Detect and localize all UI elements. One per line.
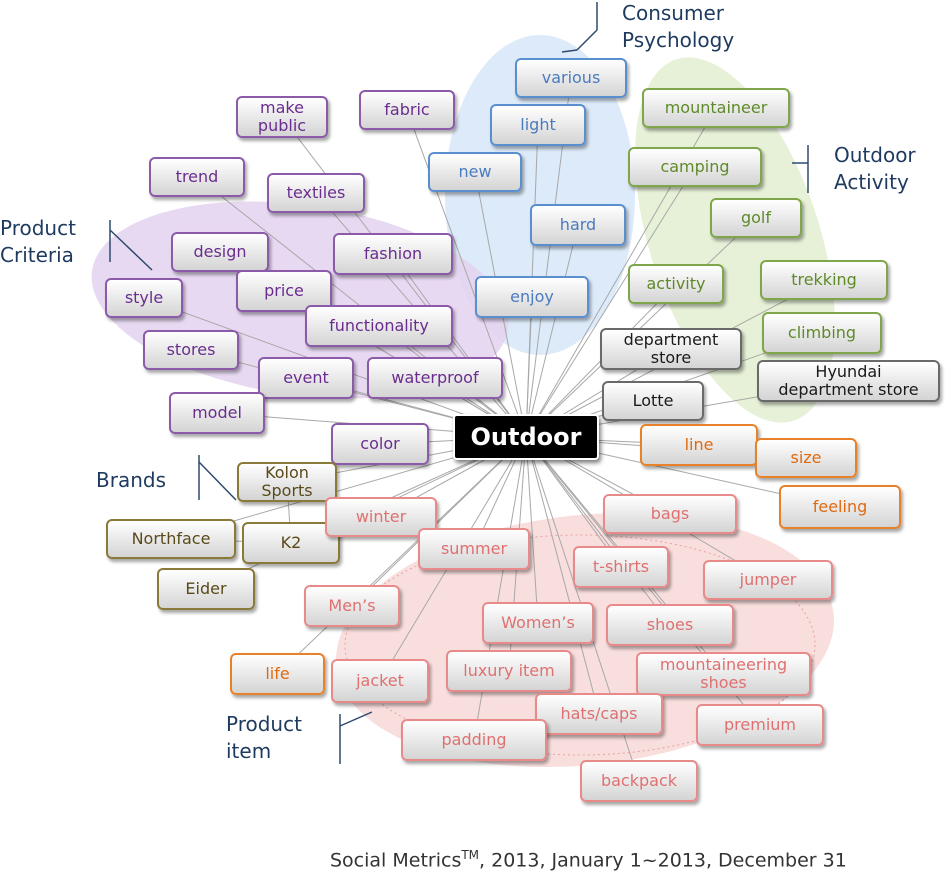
node-bags: bags	[603, 494, 737, 534]
node-lotte: Lotte	[602, 381, 704, 421]
bracket-consumer-psychology-1	[576, 29, 598, 51]
trademark-mark: TM	[461, 848, 480, 862]
node-t-shirts: t-shirts	[573, 546, 669, 588]
edge-hats-caps	[525, 436, 600, 715]
bracket-consumer-psychology-2	[561, 49, 578, 53]
category-label-brands: Brands	[96, 468, 166, 492]
node-backpack: backpack	[580, 760, 698, 802]
edge-fashion	[392, 253, 527, 438]
node-eider: Eider	[157, 568, 255, 610]
center-node-outdoor: Outdoor	[453, 414, 599, 460]
edge-shoes	[525, 436, 671, 626]
node-make-public: make public	[236, 96, 328, 138]
category-label-consumer-psychology: Consumer Psychology	[622, 1, 735, 52]
node-department-store: department store	[600, 328, 742, 370]
node-luxury-item: luxury item	[446, 650, 572, 692]
node-stores: stores	[143, 330, 239, 370]
node-camping: camping	[628, 147, 762, 187]
node-activity: activity	[628, 264, 724, 304]
node-light: light	[490, 104, 586, 146]
node-kolon-sports: Kolon Sports	[237, 462, 337, 502]
edge-mens	[351, 436, 527, 607]
node-fabric: fabric	[359, 90, 455, 130]
node-style: style	[105, 278, 183, 318]
category-label-product-criteria: Product Criteria	[0, 216, 76, 267]
node-premium: premium	[696, 704, 824, 746]
bracket-product-criteria-1	[109, 229, 153, 271]
node-golf: golf	[710, 198, 802, 238]
node-hats-caps: hats/caps	[535, 693, 663, 735]
edge-camping	[525, 166, 696, 438]
node-new: new	[428, 152, 522, 192]
node-model: model	[169, 392, 265, 434]
node-winter: winter	[325, 497, 437, 537]
node-design: design	[171, 232, 269, 272]
node-jumper: jumper	[703, 560, 833, 600]
bracket-product-item-1	[339, 711, 373, 727]
node-fashion: fashion	[333, 233, 453, 275]
node-event: event	[258, 357, 354, 399]
node-mens: Men’s	[304, 585, 400, 627]
node-trend: trend	[149, 157, 245, 197]
bracket-brands-1	[198, 461, 237, 501]
edge-womens	[525, 436, 539, 624]
node-waterproof: waterproof	[367, 357, 503, 399]
node-life: life	[230, 653, 325, 695]
node-k2: K2	[242, 522, 340, 564]
node-mountaineer: mountaineer	[642, 88, 790, 128]
node-textiles: textiles	[267, 173, 365, 213]
node-color: color	[331, 423, 429, 465]
product-item-dashed-outline	[344, 534, 816, 756]
node-size: size	[755, 438, 857, 478]
category-label-product-item: Product item	[226, 712, 302, 763]
edge-fabric	[406, 109, 527, 438]
node-line: line	[640, 424, 758, 466]
category-label-outdoor-activity: Outdoor Activity	[834, 143, 916, 194]
node-mountaineering-shoes: mountaineering shoes	[636, 652, 811, 696]
node-climbing: climbing	[762, 312, 882, 354]
source-note: Social MetricsTM, 2013, January 1~2013, …	[330, 848, 935, 871]
node-jacket: jacket	[331, 659, 429, 703]
node-various: various	[515, 58, 627, 98]
node-hard: hard	[530, 204, 626, 246]
edge-hard	[525, 224, 579, 438]
node-trekking: trekking	[760, 260, 888, 300]
source-name: Social Metrics	[330, 849, 462, 872]
edge-golf	[525, 217, 757, 438]
node-shoes: shoes	[606, 604, 734, 646]
node-northface: Northface	[106, 519, 236, 559]
node-hyundai-department-store: Hyundai department store	[757, 360, 940, 402]
edge-life	[277, 436, 527, 675]
node-summer: summer	[418, 528, 530, 570]
node-padding: padding	[401, 719, 547, 761]
node-feeling: feeling	[779, 485, 901, 529]
node-functionality: functionality	[305, 305, 453, 347]
node-enjoy: enjoy	[475, 276, 589, 318]
edge-enjoy	[525, 296, 533, 438]
node-womens: Women’s	[482, 602, 594, 644]
source-period: , 2013, January 1~2013, December 31	[479, 849, 847, 872]
